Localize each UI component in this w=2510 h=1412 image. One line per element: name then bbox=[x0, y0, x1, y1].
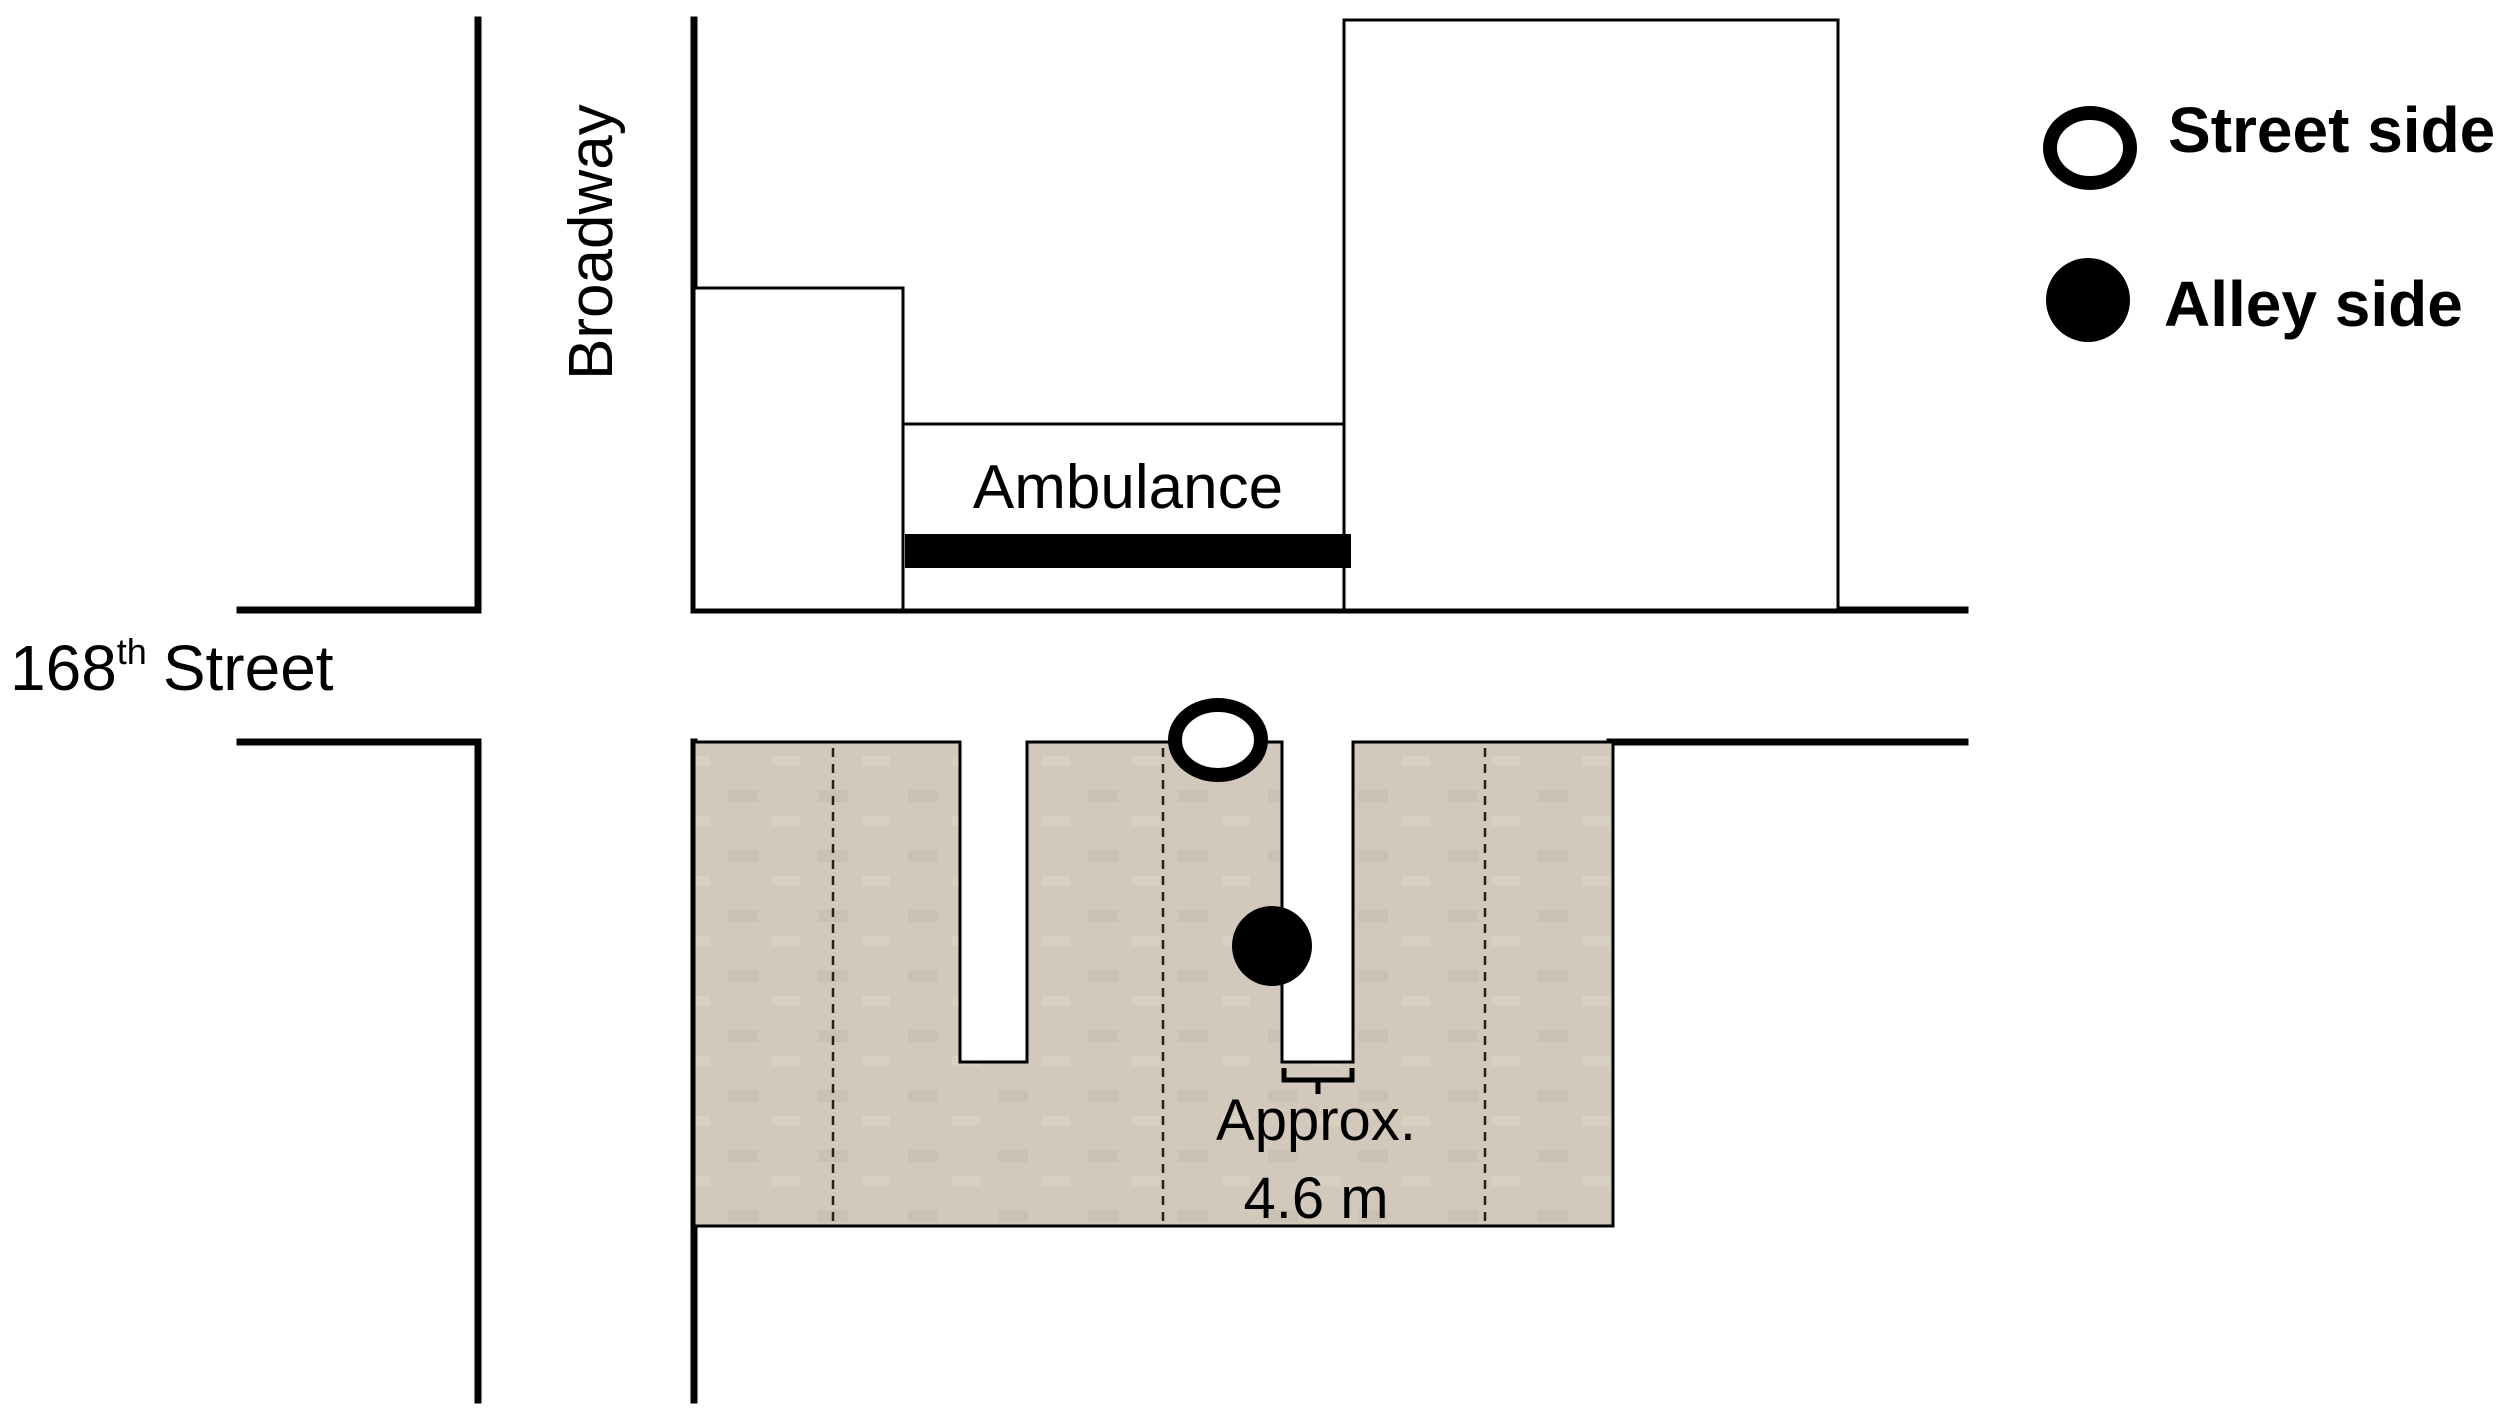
broadway-west-curb bbox=[236, 16, 482, 1404]
building-north-right bbox=[1342, 18, 1840, 612]
approx-label: Approx. bbox=[1216, 1088, 1416, 1153]
building-north-left bbox=[692, 286, 905, 612]
legend-street-side-label: Street side bbox=[2168, 94, 2495, 166]
ambulance-bar bbox=[905, 534, 1351, 568]
approx-distance: 4.6 m bbox=[1243, 1166, 1388, 1231]
legend-alley-side-label: Alley side bbox=[2164, 268, 2463, 340]
street-side-marker-icon bbox=[1168, 698, 1268, 782]
building-ambulance-bay bbox=[901, 422, 1346, 612]
filled-circle-icon bbox=[2046, 258, 2130, 342]
south-building-block bbox=[692, 740, 1615, 1228]
ambulance-label: Ambulance bbox=[973, 453, 1283, 522]
open-circle-icon bbox=[2043, 106, 2137, 190]
alley-width-bracket bbox=[1281, 1068, 1355, 1094]
legend: Street side Alley side bbox=[2043, 94, 2495, 342]
alley-side-marker-icon bbox=[1232, 906, 1312, 986]
broadway-label: Broadway bbox=[557, 104, 626, 380]
